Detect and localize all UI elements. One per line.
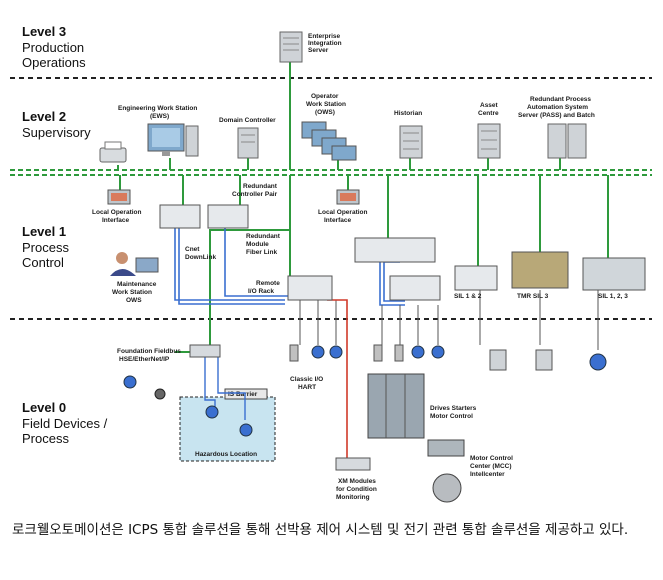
xm-modules: XM Modules for Condition Monitoring — [335, 457, 377, 501]
svg-text:Cnet: Cnet — [185, 246, 200, 253]
svg-text:Process: Process — [22, 431, 69, 446]
svg-text:Classic I/O: Classic I/O — [290, 376, 323, 383]
tmr-sil-3-controller: TMR SIL 3 — [511, 251, 569, 300]
svg-text:Level 1: Level 1 — [22, 224, 66, 239]
hazardous-zone: IS Barrier Hazardous Location — [179, 355, 276, 462]
fieldbus-linking-device — [189, 344, 221, 358]
svg-text:Production: Production — [22, 40, 84, 55]
svg-text:Module: Module — [246, 241, 269, 248]
classic-io-label: Classic I/O HART — [290, 376, 323, 391]
svg-text:Foundation Fieldbus: Foundation Fieldbus — [117, 348, 181, 355]
level-dividers — [10, 77, 652, 320]
svg-text:Integration: Integration — [308, 40, 342, 47]
svg-text:DownLink: DownLink — [185, 254, 216, 261]
svg-text:Local Operation: Local Operation — [318, 209, 368, 216]
svg-text:Center (MCC): Center (MCC) — [470, 463, 512, 470]
domain-controller: Domain Controller — [219, 117, 276, 159]
level-3-label: Level 3 Production Operations — [22, 24, 86, 70]
svg-text:Level 2: Level 2 — [22, 109, 66, 124]
svg-text:Server (PASS) and Batch: Server (PASS) and Batch — [518, 112, 595, 119]
motor-control-center: Motor Control Center (MCC) Intellcenter — [427, 439, 513, 503]
svg-text:I/O Rack: I/O Rack — [248, 288, 274, 295]
svg-text:Redundant Process: Redundant Process — [530, 96, 591, 103]
sil-1-2-3-controller: SIL 1, 2, 3 — [582, 257, 646, 300]
svg-text:Fiber Link: Fiber Link — [246, 249, 277, 256]
svg-text:Motor Control: Motor Control — [470, 455, 513, 462]
svg-text:OWS: OWS — [126, 297, 142, 304]
svg-text:Maintenance: Maintenance — [117, 281, 157, 288]
svg-text:Intellcenter: Intellcenter — [470, 471, 505, 478]
sil-1-2-controller: SIL 1 & 2 — [454, 265, 498, 300]
svg-text:Remote: Remote — [256, 280, 280, 287]
svg-text:IS Barrier: IS Barrier — [228, 391, 258, 398]
svg-text:Level 3: Level 3 — [22, 24, 66, 39]
svg-text:Local Operation: Local Operation — [92, 209, 142, 216]
svg-text:Process: Process — [22, 240, 69, 255]
svg-text:Server: Server — [308, 47, 329, 54]
asset-centre-server: Asset Centre — [477, 102, 501, 159]
svg-text:Supervisory: Supervisory — [22, 125, 91, 140]
level-2-label: Level 2 Supervisory — [22, 109, 91, 140]
maintenance-work-station: Maintenance Work Station OWS — [110, 252, 159, 304]
svg-text:Control: Control — [22, 255, 64, 270]
controller-racks — [354, 237, 441, 301]
svg-text:Motor Control: Motor Control — [430, 413, 473, 420]
svg-text:Enterprise: Enterprise — [308, 33, 341, 40]
svg-text:Asset: Asset — [480, 102, 499, 109]
svg-text:Hazardous Location: Hazardous Location — [195, 451, 257, 458]
io-wiring — [299, 290, 599, 350]
cnet-downlink-label: Cnet DownLink — [185, 246, 216, 261]
redundant-controller-pair: Redundant Controller Pair — [159, 183, 278, 229]
condition-monitoring-link — [327, 299, 348, 458]
svg-text:Domain Controller: Domain Controller — [219, 117, 276, 124]
svg-text:Monitoring: Monitoring — [336, 494, 370, 501]
field-transmitters — [123, 344, 607, 437]
svg-text:Redundant: Redundant — [246, 233, 281, 240]
operator-work-stations: Operator Work Station (OWS) — [301, 93, 357, 161]
printer-icon — [99, 141, 127, 163]
figure-caption: 로크웰오토메이션은 ICPS 통합 솔루션을 통해 선박용 제어 시스템 및 전… — [12, 522, 629, 538]
engineering-work-station: Engineering Work Station (EWS) — [118, 105, 199, 157]
svg-text:Interface: Interface — [102, 217, 129, 224]
svg-text:HART: HART — [298, 384, 316, 391]
svg-text:Operations: Operations — [22, 55, 86, 70]
foundation-fieldbus-label: Foundation Fieldbus HSE/EtherNet/IP — [117, 348, 181, 363]
level-1-label: Level 1 Process Control — [22, 224, 69, 270]
fiber-link-label: Redundant Module Fiber Link — [246, 233, 281, 256]
historian-server: Historian — [394, 110, 423, 159]
svg-text:Level 0: Level 0 — [22, 400, 66, 415]
svg-text:Automation System: Automation System — [527, 104, 588, 111]
svg-text:SIL 1 & 2: SIL 1 & 2 — [454, 293, 482, 300]
enterprise-server: Enterprise Integration Server — [279, 31, 342, 63]
svg-text:SIL 1, 2, 3: SIL 1, 2, 3 — [598, 293, 628, 300]
svg-text:(EWS): (EWS) — [150, 113, 169, 120]
local-operation-interface-1: Local Operation Interface — [92, 189, 142, 224]
pass-servers: Redundant Process Automation System Serv… — [518, 96, 595, 159]
svg-text:XM Modules: XM Modules — [338, 478, 376, 485]
svg-text:Historian: Historian — [394, 110, 422, 117]
svg-text:for Condition: for Condition — [336, 486, 377, 493]
drives-motor-control: Drives Starters Motor Control — [367, 373, 477, 439]
svg-text:Work Station: Work Station — [306, 101, 346, 108]
svg-text:TMR SIL 3: TMR SIL 3 — [517, 293, 549, 300]
remote-io-rack: Remote I/O Rack — [248, 275, 333, 301]
svg-text:Field Devices /: Field Devices / — [22, 416, 108, 431]
svg-text:Drives Starters: Drives Starters — [430, 405, 477, 412]
svg-text:(OWS): (OWS) — [315, 109, 335, 116]
svg-text:Work Station: Work Station — [112, 289, 152, 296]
svg-text:Operator: Operator — [311, 93, 339, 100]
svg-text:HSE/EtherNet/IP: HSE/EtherNet/IP — [119, 356, 170, 363]
svg-text:Engineering Work Station: Engineering Work Station — [118, 105, 197, 112]
local-operation-interface-2: Local Operation Interface — [318, 189, 368, 224]
svg-text:Controller Pair: Controller Pair — [232, 191, 278, 198]
svg-text:Redundant: Redundant — [243, 183, 278, 190]
level-0-label: Level 0 Field Devices / Process — [22, 400, 108, 446]
svg-text:Interface: Interface — [324, 217, 351, 224]
svg-text:Centre: Centre — [478, 110, 499, 117]
